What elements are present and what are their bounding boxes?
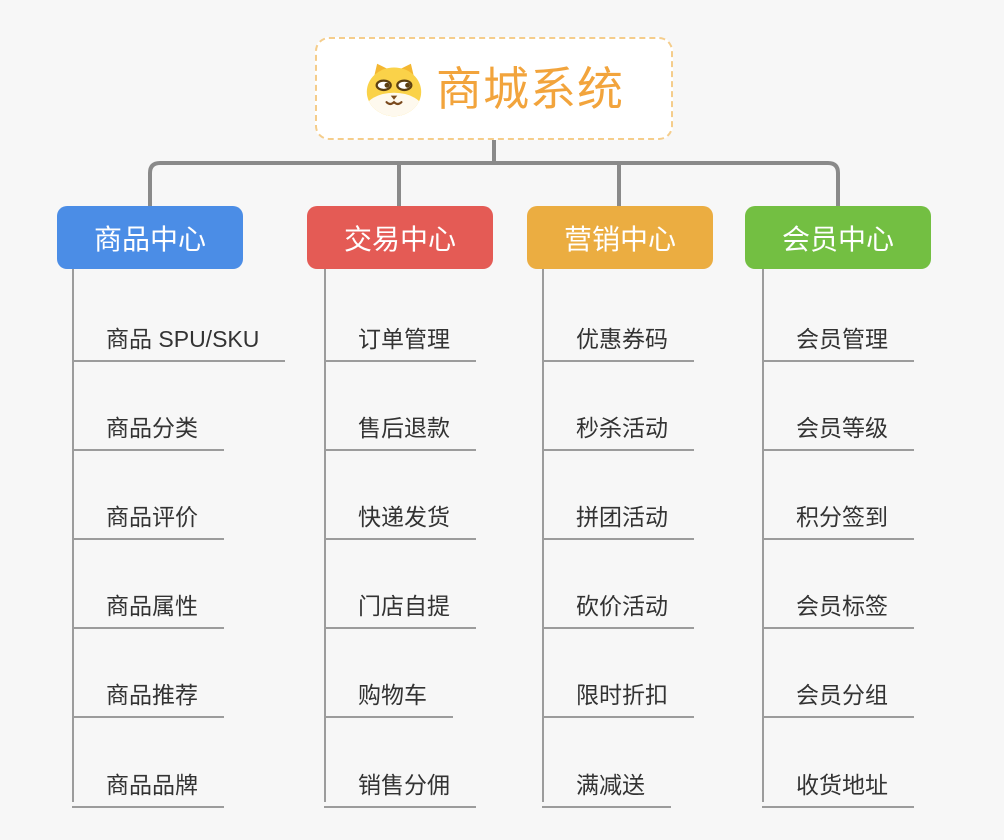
sub-topic[interactable]: 积分签到: [762, 487, 914, 540]
sub-topic[interactable]: 满减送: [542, 755, 671, 808]
sub-topic[interactable]: 优惠券码: [542, 309, 694, 362]
sub-topic[interactable]: 限时折扣: [542, 665, 694, 718]
sub-topic[interactable]: 砍价活动: [542, 576, 694, 629]
sub-topic[interactable]: 拼团活动: [542, 487, 694, 540]
primary-connectors: [148, 138, 840, 207]
branch-label: 商品中心: [93, 223, 206, 255]
branch-trade-center[interactable]: 交易中心: [307, 206, 493, 269]
sub-topic[interactable]: 销售分佣: [324, 755, 476, 808]
sub-topic[interactable]: 商品品牌: [72, 755, 224, 808]
sub-topic[interactable]: 快递发货: [324, 487, 476, 540]
branch-label: 会员中心: [781, 223, 894, 255]
sub-topic[interactable]: 会员等级: [762, 398, 914, 451]
sub-topic[interactable]: 会员管理: [762, 309, 914, 362]
branch-product-center[interactable]: 商品中心: [57, 206, 243, 269]
root-title: 商城系统: [436, 62, 624, 115]
root-node[interactable]: 商城系统: [315, 37, 673, 140]
sub-topic[interactable]: 商品推荐: [72, 665, 224, 718]
sub-topic[interactable]: 商品属性: [72, 576, 224, 629]
branch-label: 营销中心: [563, 223, 676, 255]
sub-topic[interactable]: 秒杀活动: [542, 398, 694, 451]
branch-label: 交易中心: [343, 223, 456, 255]
branch-marketing-center[interactable]: 营销中心: [527, 206, 713, 269]
sub-topic[interactable]: 购物车: [324, 665, 453, 718]
sub-topic[interactable]: 商品 SPU/SKU: [72, 309, 286, 362]
branch-member-center[interactable]: 会员中心: [745, 206, 931, 269]
sub-topic[interactable]: 收货地址: [762, 755, 914, 808]
sub-topic[interactable]: 门店自提: [324, 576, 476, 629]
sub-topic[interactable]: 会员分组: [762, 665, 914, 718]
shiba-dog-icon: [366, 63, 422, 116]
sub-topic[interactable]: 售后退款: [324, 398, 476, 451]
sub-topic[interactable]: 商品分类: [72, 398, 224, 451]
sub-topic[interactable]: 订单管理: [324, 309, 476, 362]
sub-topic[interactable]: 商品评价: [72, 487, 224, 540]
sub-topic[interactable]: 会员标签: [762, 576, 914, 629]
